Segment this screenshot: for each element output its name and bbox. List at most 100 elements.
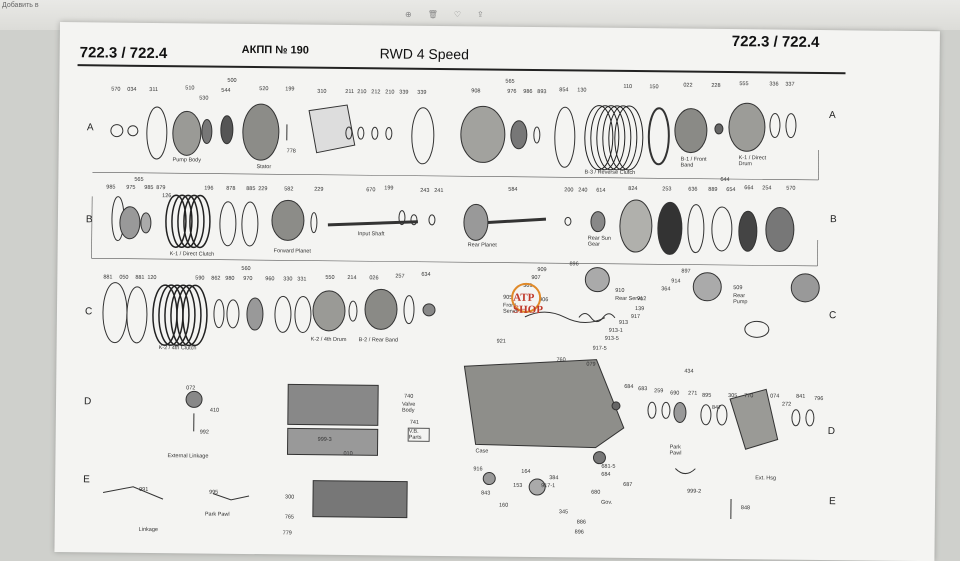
part-number-label: 684 xyxy=(601,472,610,478)
part-number-label: 160 xyxy=(499,503,508,509)
part-number-label: 854 xyxy=(559,87,568,93)
part-number-label: 614 xyxy=(596,188,605,194)
part-number-label: 985 xyxy=(144,185,153,191)
part-number-label: 110 xyxy=(623,84,632,90)
part-number-label: 150 xyxy=(649,84,658,90)
part-number-label: 687 xyxy=(623,482,632,488)
caption-input-shaft: Input Shaft xyxy=(358,231,385,237)
part-number-label: 211 xyxy=(345,89,354,95)
share-icon[interactable]: ⇪ xyxy=(477,10,484,19)
caption-park-pawl: Park Pawl xyxy=(669,444,691,456)
part-number-label: 664 xyxy=(744,185,753,191)
part-number-label: 991 xyxy=(139,487,148,493)
part-number-label: 908 xyxy=(471,88,480,94)
part-number-label: 886 xyxy=(577,519,586,525)
part-number-label: 917-5 xyxy=(593,346,607,352)
part-number-label: 778 xyxy=(287,148,296,154)
part-number-label: 336 xyxy=(769,81,778,87)
part-number-label: 740 xyxy=(404,394,413,400)
part-number-label: 074 xyxy=(770,393,779,399)
zoom-icon[interactable]: ⊕ xyxy=(405,10,412,19)
part-number-label: 331 xyxy=(297,276,306,282)
part-number-label: 410 xyxy=(210,408,219,414)
caption-vb-parts: V.B. Parts xyxy=(408,428,430,442)
caption-front-band: B-1 / Front Band xyxy=(680,157,720,169)
part-number-label: 434 xyxy=(684,369,693,375)
part-number-label: 120 xyxy=(147,275,156,281)
part-number-label: 654 xyxy=(726,187,735,193)
part-number-label: 992 xyxy=(200,429,209,435)
part-number-label: 970 xyxy=(243,276,252,282)
caption-4th-drum: K-2 / 4th Drum xyxy=(311,337,347,343)
part-number-label: 570 xyxy=(786,186,795,192)
part-number-label: 644 xyxy=(720,177,729,183)
part-number-label: 241 xyxy=(434,188,443,194)
caption-external-linkage: External Linkage xyxy=(167,453,208,459)
part-number-label: 550 xyxy=(325,275,334,281)
part-number-label: 272 xyxy=(782,402,791,408)
part-number-label: 544 xyxy=(221,88,230,94)
part-number-label: 253 xyxy=(662,186,671,192)
caption-ext-hsg: Ext. Hsg xyxy=(755,475,776,481)
part-number-label: 824 xyxy=(628,186,637,192)
caption-direct-clutch: K-1 / Direct Clutch xyxy=(170,251,215,257)
part-number-label: 670 xyxy=(366,187,375,193)
part-number-label: 999-3 xyxy=(318,437,332,443)
part-number-label: 240 xyxy=(578,187,587,193)
part-number-label: 026 xyxy=(369,275,378,281)
part-number-label: 893 xyxy=(537,89,546,95)
delete-icon[interactable]: 🗑 xyxy=(428,10,438,19)
part-number-label: 530 xyxy=(199,95,208,101)
part-number-label: 986 xyxy=(523,89,532,95)
part-number-label: 271 xyxy=(688,391,697,397)
part-number-label: 770 xyxy=(744,393,753,399)
part-number-label: 153 xyxy=(513,483,522,489)
part-number-label: 878 xyxy=(226,186,235,192)
part-number-label: 985 xyxy=(106,184,115,190)
part-number-label: 570 xyxy=(111,87,120,93)
caption-rear-band: B-2 / Rear Band xyxy=(359,337,398,343)
part-number-label: 895 xyxy=(702,393,711,399)
part-number-label: 796 xyxy=(814,396,823,402)
part-number-label: 960 xyxy=(265,276,274,282)
part-number-label: 897 xyxy=(681,269,690,275)
part-number-label: 339 xyxy=(417,90,426,96)
caption-4th-clutch: K-2 / 4th Clutch xyxy=(159,345,197,351)
part-number-label: 364 xyxy=(661,286,670,292)
part-number-label: 072 xyxy=(186,385,195,391)
caption-pump-body: Pump Body xyxy=(173,157,201,163)
part-number-label: 210 xyxy=(357,89,366,95)
part-number-label: 243 xyxy=(420,188,429,194)
part-number-label: 339 xyxy=(399,90,408,96)
part-number-label: 896 xyxy=(575,529,584,535)
part-number-label: 881 xyxy=(135,275,144,281)
heart-icon[interactable]: ♡ xyxy=(454,10,461,19)
part-number-label: 916 xyxy=(473,466,482,472)
part-number-label: 034 xyxy=(127,87,136,93)
part-number-label: 636 xyxy=(688,187,697,193)
part-number-label: 765 xyxy=(285,514,294,520)
part-number-label: 022 xyxy=(683,83,692,89)
part-number-label: 212 xyxy=(371,89,380,95)
part-number-label: 565 xyxy=(134,177,143,183)
part-number-label: 126 xyxy=(162,193,171,199)
caption-rear-pump: Rear Pump xyxy=(733,293,759,305)
part-number-label: 305 xyxy=(728,393,737,399)
browser-tab-label[interactable]: Добавить в xyxy=(2,2,39,9)
part-number-label: 862 xyxy=(211,276,220,282)
part-number-label: 879 xyxy=(156,185,165,191)
part-number-label: 885 xyxy=(246,186,255,192)
caption-stator: Stator xyxy=(256,164,271,170)
part-number-label: 917 xyxy=(631,314,640,320)
part-number-label: 345 xyxy=(559,509,568,515)
part-number-label: 214 xyxy=(347,275,356,281)
caption-reverse-clutch: B-3 / Reverse Clutch xyxy=(584,170,635,177)
part-number-label: 848 xyxy=(741,505,750,511)
part-number-label: 910 xyxy=(615,288,624,294)
part-number-label: 995 xyxy=(209,490,218,496)
caption-forward-planet: Forward Planet xyxy=(274,248,311,254)
part-number-label: 199 xyxy=(384,185,393,191)
atp-shop-watermark: ATP SHOP xyxy=(511,283,565,318)
part-number-label: 300 xyxy=(285,494,294,500)
caption-rear-planet: Rear Planet xyxy=(468,242,497,248)
